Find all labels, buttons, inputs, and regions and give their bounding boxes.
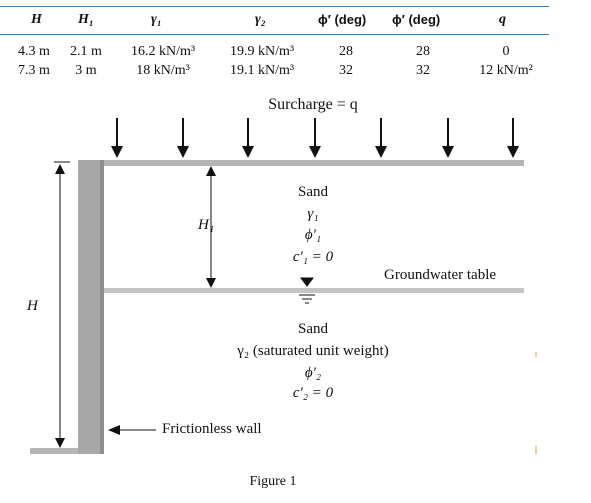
- header-phi2: ϕ′ (deg): [392, 12, 441, 27]
- lower-layer-phi: ϕ′₂: [304, 365, 322, 381]
- row2-h: 7.3 m: [18, 63, 50, 78]
- surcharge-arrows: [111, 118, 519, 158]
- row1-phi2: 28: [416, 44, 430, 59]
- row2-phi1: 32: [339, 63, 353, 78]
- table-top-rule: [0, 6, 549, 7]
- row2-q: 12 kN/m²: [479, 63, 533, 78]
- row1-phi1: 28: [339, 44, 353, 59]
- wall-base: [30, 448, 102, 454]
- layer-boundary: [104, 288, 524, 293]
- upper-layer-cohesion: c′₁ = 0: [292, 249, 334, 265]
- header-h: H: [31, 12, 42, 27]
- retaining-wall: [78, 160, 104, 454]
- upper-layer-gamma: γ₁: [307, 206, 319, 222]
- h1-label: H₁: [198, 217, 215, 233]
- row2-gamma1: 18 kN/m³: [136, 63, 190, 78]
- wall-leader-arrow: [108, 425, 156, 435]
- h-dimension-line: [54, 161, 70, 448]
- table-header-rule: [0, 34, 549, 35]
- frictionless-wall-label: Frictionless wall: [162, 421, 262, 437]
- figure-caption: Figure 1: [249, 474, 297, 489]
- row1-q: 0: [502, 44, 510, 59]
- row1-h1: 2.1 m: [70, 44, 102, 59]
- header-phi1: ϕ′ (deg): [318, 12, 367, 27]
- h-label: H: [27, 298, 38, 314]
- lower-layer-material: Sand: [298, 321, 328, 337]
- row1-gamma2: 19.9 kN/m³: [229, 44, 295, 59]
- header-gamma2: γ₂: [255, 12, 266, 27]
- lower-layer-cohesion: c′₂ = 0: [292, 385, 334, 401]
- ground-surface: [104, 160, 524, 166]
- wall-face: [100, 160, 104, 454]
- lower-layer-gamma: γ₂ (saturated unit weight): [237, 343, 389, 359]
- row2-gamma2: 19.1 kN/m³: [229, 63, 295, 78]
- upper-layer-material: Sand: [298, 184, 328, 200]
- upper-layer-phi: ϕ′₁: [304, 227, 322, 243]
- header-gamma1: γ₁: [151, 12, 162, 27]
- row2-phi2: 32: [416, 63, 430, 78]
- h1-dimension-line: [206, 166, 216, 288]
- header-h1: H₁: [78, 12, 94, 27]
- row1-h: 4.3 m: [18, 44, 50, 59]
- groundwater-symbol: [299, 277, 315, 304]
- row1-gamma1: 16.2 kN/m³: [130, 44, 196, 59]
- surcharge-label: Surcharge = q: [268, 96, 358, 113]
- row2-h1: 3 m: [75, 63, 97, 78]
- groundwater-label: Groundwater table: [384, 267, 497, 283]
- header-q: q: [499, 12, 506, 27]
